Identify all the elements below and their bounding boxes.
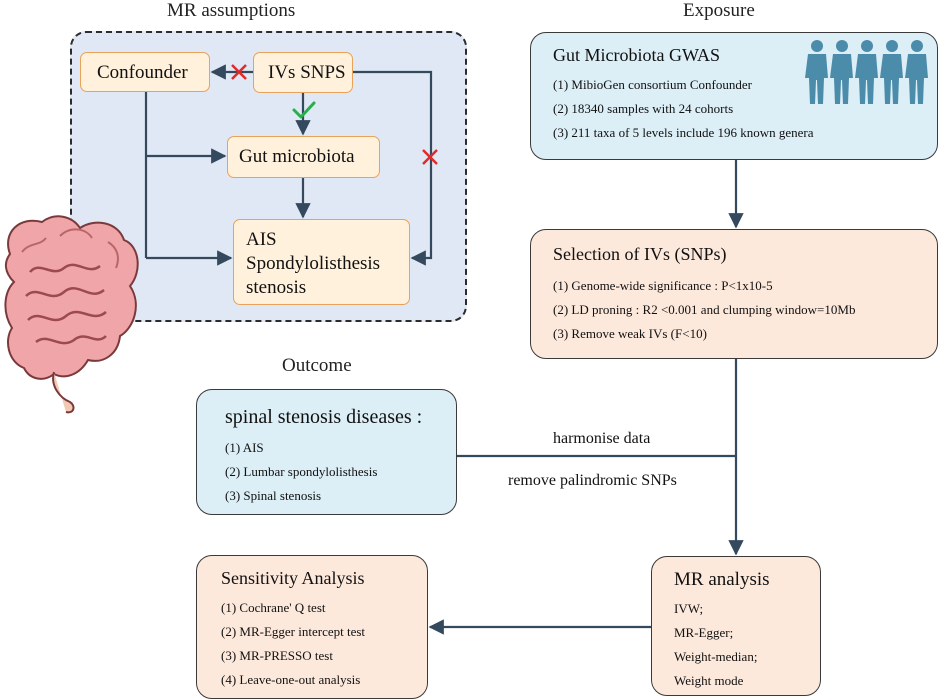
gut-microbiota-node: Gut microbiota [227, 136, 380, 178]
sensitivity-item-1: (1) Cochrane' Q test [221, 600, 326, 615]
selection-item-3: (3) Remove weak IVs (F<10) [553, 326, 707, 341]
mr-analysis-item-1: IVW; [674, 601, 704, 616]
people-icon [805, 40, 928, 104]
palindromic-label: remove palindromic SNPs [508, 472, 677, 489]
outcome-item-2: (2) Lumbar spondylolisthesis [225, 464, 378, 479]
selection-item-1: (1) Genome-wide significance : P<1x10-5 [553, 278, 773, 293]
confounder-label: Confounder [97, 62, 188, 83]
sensitivity-item-3: (3) MR-PRESSO test [221, 648, 333, 663]
outcome-item-3: (3) Spinal stenosis [225, 488, 322, 503]
exposure-item-3: (3) 211 taxa of 5 levels include 196 kno… [553, 125, 814, 140]
outcome-item-1: (1) AIS [225, 440, 264, 455]
mr-analysis-heading: MR analysis [674, 569, 770, 590]
exposure-item-2: (2) 18340 samples with 24 cohorts [553, 101, 734, 116]
outcome-box: spinal stenosis diseases : (1) AIS (2) L… [196, 389, 457, 515]
confounder-node: Confounder [80, 52, 210, 92]
sensitivity-box: Sensitivity Analysis (1) Cochrane' Q tes… [196, 555, 428, 699]
outcome-heading: spinal stenosis diseases : [225, 406, 423, 428]
ivs-snps-node: IVs SNPS [253, 52, 353, 93]
selection-box: Selection of IVs (SNPs) (1) Genome-wide … [530, 229, 938, 359]
outcome-line-2: Spondylolisthesis [246, 253, 381, 274]
selection-item-2: (2) LD proning : R2 <0.001 and clumping … [553, 302, 856, 317]
arrow-ivs-to-outcome [353, 70, 433, 266]
cross-icon [422, 149, 438, 165]
outcome-line-1: AIS [246, 229, 277, 250]
selection-heading: Selection of IVs (SNPs) [553, 244, 727, 264]
sensitivity-item-4: (4) Leave-one-out analysis [221, 672, 361, 687]
harmonise-label: harmonise data [553, 430, 651, 447]
intestine-icon [4, 215, 139, 414]
gut-microbiota-label: Gut microbiota [239, 146, 355, 167]
cross-icon [231, 64, 247, 80]
exposure-box: Gut Microbiota GWAS (1) MibioGen consort… [530, 32, 938, 160]
outcome-line-3: stenosis [246, 277, 307, 298]
mr-analysis-item-2: MR-Egger; [674, 625, 734, 640]
ivs-snps-label: IVs SNPS [268, 62, 346, 83]
exposure-item-1: (1) MibioGen consortium Confounder [553, 77, 752, 92]
sensitivity-item-2: (2) MR-Egger intercept test [221, 624, 366, 639]
exposure-title: Exposure [683, 0, 755, 21]
sensitivity-heading: Sensitivity Analysis [221, 568, 365, 588]
outcome-title: Outcome [282, 355, 352, 376]
check-icon [292, 101, 316, 119]
mr-analysis-box: MR analysis IVW; MR-Egger; Weight-median… [651, 556, 821, 696]
mr-analysis-item-4: Weight mode [674, 673, 744, 688]
exposure-heading: Gut Microbiota GWAS [553, 45, 720, 65]
outcome-node: AIS Spondylolisthesis stenosis [233, 219, 410, 305]
mr-assumptions-title: MR assumptions [167, 0, 296, 21]
mr-analysis-item-3: Weight-median; [674, 649, 758, 664]
